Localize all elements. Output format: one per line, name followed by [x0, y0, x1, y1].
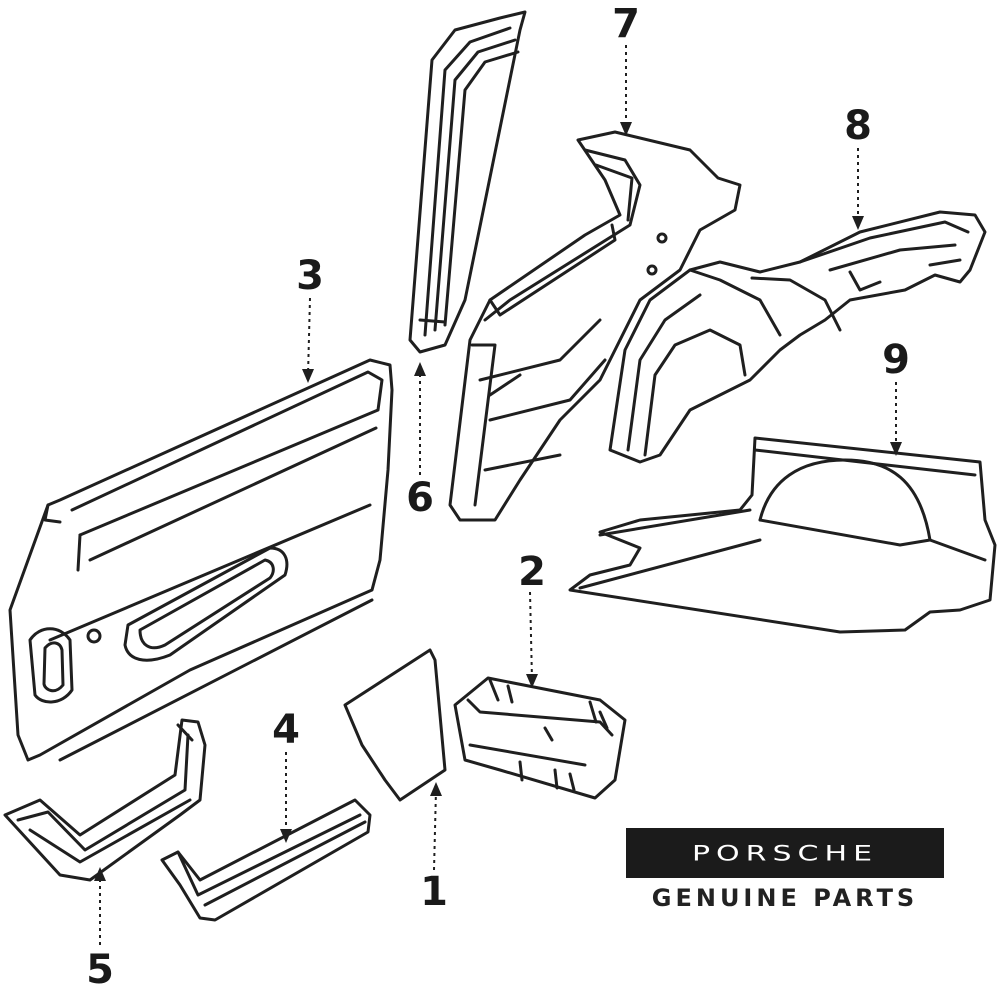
- callout-2: 2: [518, 549, 546, 595]
- callout-8: 8: [844, 103, 872, 149]
- callout-3: 3: [296, 253, 324, 299]
- quarter-trim-panel: [448, 130, 742, 522]
- door-trim-panel: [8, 358, 394, 762]
- porsche-wordmark: PORSCHE: [691, 840, 879, 866]
- callout-9: 9: [882, 337, 910, 383]
- window-seal-strip: [408, 10, 527, 354]
- sill-kick-plate: [3, 718, 207, 882]
- rear-trim-assembly: [608, 210, 987, 464]
- sill-trim-strip: [160, 798, 372, 922]
- callout-4: 4: [272, 707, 300, 753]
- callout-7: 7: [612, 1, 640, 47]
- callout-5: 5: [86, 947, 114, 993]
- porsche-logo-plate: PORSCHE: [626, 828, 944, 878]
- callout-6: 6: [406, 475, 434, 521]
- armrest-pocket: [453, 676, 627, 800]
- floor-carpet: [568, 436, 997, 634]
- callout-1: 1: [420, 869, 448, 915]
- genuine-parts-caption: GENUINE PARTS: [651, 884, 919, 912]
- corner-trim-piece: [343, 648, 447, 802]
- leader-lines: [94, 45, 902, 945]
